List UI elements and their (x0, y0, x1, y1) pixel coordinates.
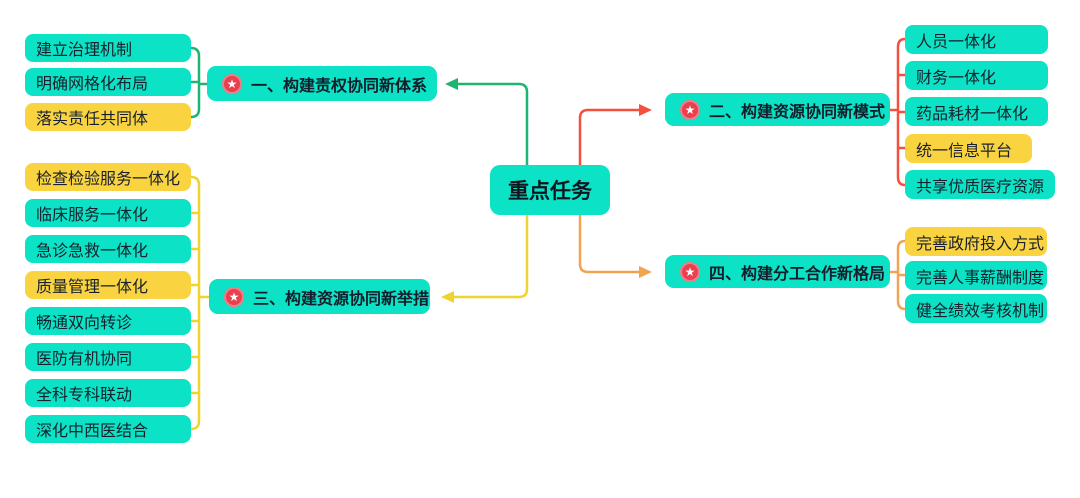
child-topic-node[interactable]: 检查检验服务一体化 (25, 163, 191, 191)
branch4-connectors (578, 213, 907, 311)
child-topic-node[interactable]: 建立治理机制 (25, 34, 191, 62)
child-topic-node[interactable]: 健全绩效考核机制 (905, 294, 1047, 323)
arrow-left-icon (445, 78, 458, 90)
branch-node-2[interactable]: ★ 二、构建资源协同新模式 (665, 93, 890, 126)
child-topic-node[interactable]: 急诊急救一体化 (25, 235, 191, 263)
arrow-right-icon (639, 104, 652, 116)
arrow-left-icon (441, 291, 454, 303)
child-topic-node[interactable]: 药品耗材一体化 (905, 97, 1048, 126)
branch-node-3[interactable]: ★ 三、构建资源协同新举措 (209, 279, 430, 314)
branch-label: 三、构建资源协同新举措 (253, 288, 430, 308)
child-topic-node[interactable]: 明确网格化布局 (25, 68, 191, 96)
star-badge-icon: ★ (222, 73, 242, 94)
child-topic-node[interactable]: 人员一体化 (905, 25, 1048, 54)
branch3-connectors (189, 175, 529, 431)
child-topic-node[interactable]: 临床服务一体化 (25, 199, 191, 227)
child-topic-node[interactable]: 全科专科联动 (25, 379, 191, 407)
center-to-branch1-line (455, 82, 529, 168)
center-to-branch3-line (451, 213, 529, 299)
child-topic-node[interactable]: 医防有机协同 (25, 343, 191, 371)
star-badge-icon: ★ (680, 99, 700, 120)
child-topic-node[interactable]: 质量管理一体化 (25, 271, 191, 299)
arrow-right-icon (639, 266, 652, 278)
child-topic-node[interactable]: 共享优质医疗资源 (905, 170, 1055, 199)
star-badge-icon: ★ (680, 261, 700, 282)
branch-label: 四、构建分工合作新格局 (709, 263, 886, 283)
branch3-bracket-line (189, 175, 211, 431)
center-to-branch4-line (578, 213, 642, 274)
child-topic-node[interactable]: 财务一体化 (905, 61, 1048, 90)
branch1-connectors (189, 46, 529, 168)
branch2-connectors (578, 37, 907, 187)
child-topic-node[interactable]: 落实责任共同体 (25, 103, 191, 131)
child-topic-node[interactable]: 深化中西医结合 (25, 415, 191, 443)
branch-node-4[interactable]: ★ 四、构建分工合作新格局 (665, 255, 890, 288)
branch-label: 二、构建资源协同新模式 (709, 101, 886, 121)
child-topic-node[interactable]: 完善人事薪酬制度 (905, 261, 1047, 290)
branch2-bracket-line (888, 37, 907, 187)
branch4-bracket-line (888, 239, 907, 311)
center-to-branch2-line (578, 108, 642, 168)
branch1-bracket-line (189, 46, 210, 119)
branch-node-1[interactable]: ★ 一、构建责权协同新体系 (207, 66, 437, 101)
central-topic-node[interactable]: 重点任务 (490, 165, 610, 215)
child-topic-node[interactable]: 完善政府投入方式 (905, 227, 1047, 256)
star-badge-icon: ★ (224, 286, 244, 307)
child-topic-node[interactable]: 统一信息平台 (905, 134, 1032, 163)
branch-label: 一、构建责权协同新体系 (251, 75, 428, 95)
child-topic-node[interactable]: 畅通双向转诊 (25, 307, 191, 335)
